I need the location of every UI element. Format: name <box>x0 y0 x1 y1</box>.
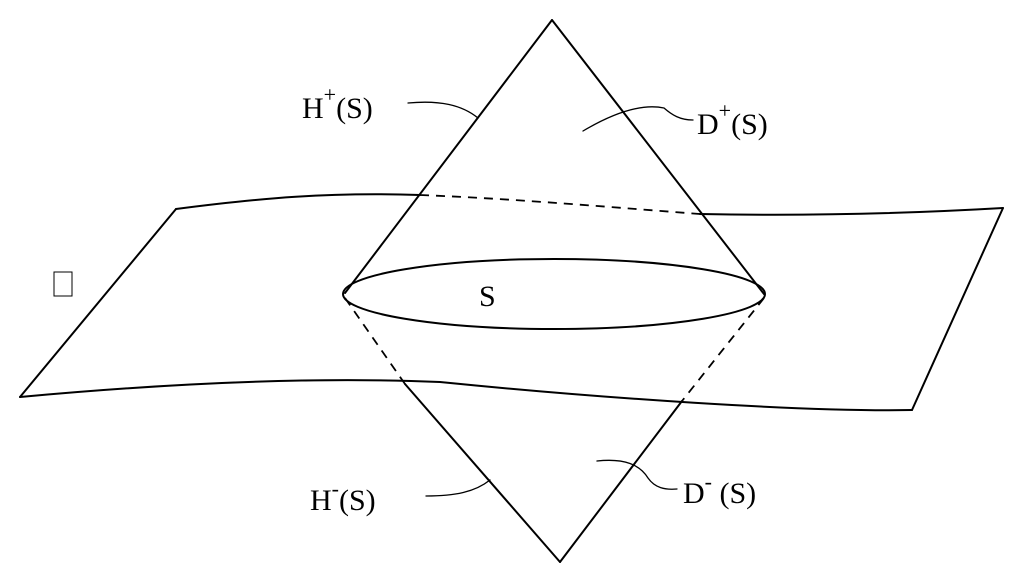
past-horizon-right <box>559 400 683 563</box>
leader-past-domain <box>596 459 678 490</box>
label-surface-s: S <box>479 280 496 313</box>
sheet-left-edge <box>19 208 177 398</box>
leader-past-horizon <box>425 479 491 497</box>
surface-s-ellipse <box>342 258 766 330</box>
label-past-horizon: H-(S) <box>310 476 376 517</box>
sheet-top-edge-left <box>175 193 421 210</box>
sheet-bottom-edge <box>19 379 913 412</box>
label-past-domain: D- (S) <box>683 469 756 510</box>
unrendered-symbol: □ <box>0 0 73 297</box>
past-horizon-left-hidden <box>344 297 406 385</box>
past-horizon-left <box>404 383 561 563</box>
label-future-domain: D+(S) <box>697 98 768 141</box>
future-horizon-left <box>344 19 553 294</box>
unrendered-symbol-box <box>53 271 73 297</box>
future-horizon-right <box>551 19 765 295</box>
sheet-top-edge-right <box>699 207 1004 216</box>
past-horizon-right-hidden <box>681 297 765 402</box>
past-cone <box>344 297 765 563</box>
unrendered-symbol-text: □ <box>0 0 1 1</box>
sheet-right-edge <box>911 207 1004 411</box>
leader-future-horizon <box>407 101 479 119</box>
leader-future-domain <box>582 106 694 132</box>
sheet-top-edge-hidden <box>419 194 701 215</box>
label-future-horizon: H+(S) <box>302 82 373 125</box>
future-cone <box>344 19 765 295</box>
hypersurface-sheet <box>19 193 1004 412</box>
